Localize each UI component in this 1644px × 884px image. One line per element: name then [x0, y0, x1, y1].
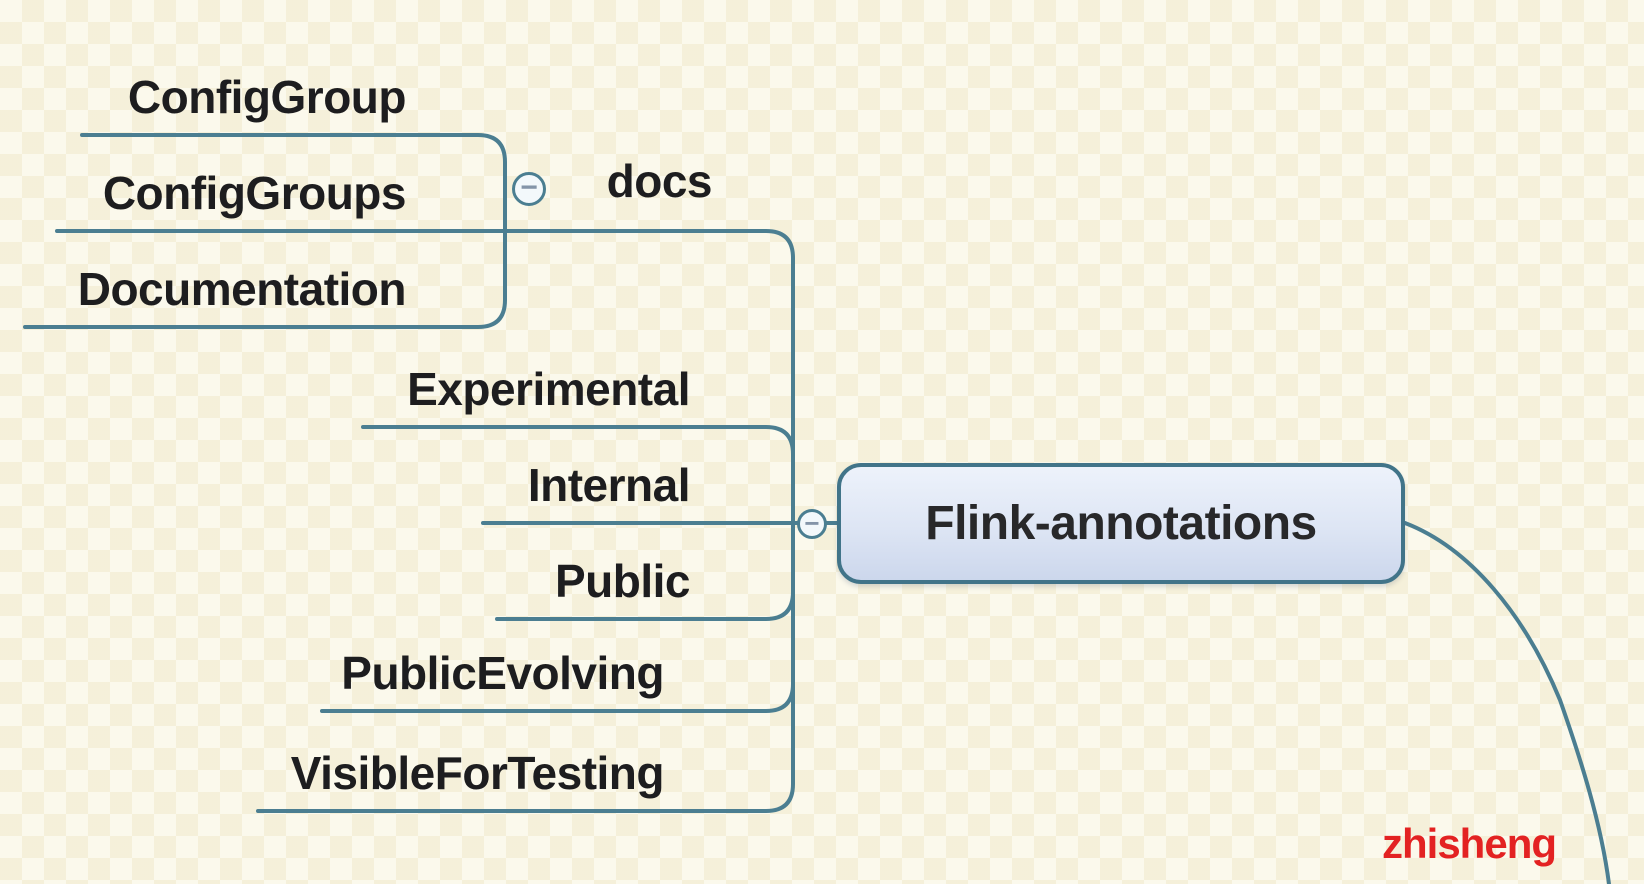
- root-node-label: Flink-annotations: [925, 497, 1317, 550]
- node-internal[interactable]: Internal: [527, 459, 691, 511]
- node-root-flink-annotations[interactable]: Flink-annotations: [837, 463, 1405, 584]
- node-publicevolving[interactable]: PublicEvolving: [341, 647, 664, 699]
- node-docs[interactable]: docs: [606, 155, 713, 207]
- watermark-text: zhisheng: [1382, 820, 1557, 867]
- link-experimental: [361, 425, 795, 456]
- node-configgroup[interactable]: ConfigGroup: [127, 71, 407, 123]
- root-collapse-button[interactable]: −: [797, 509, 827, 539]
- link-publicevolving: [320, 682, 795, 713]
- link-public: [495, 590, 795, 621]
- node-visiblefortesting[interactable]: VisibleForTesting: [290, 747, 665, 799]
- docs-collapse-button[interactable]: −: [512, 172, 546, 206]
- node-experimental[interactable]: Experimental: [407, 363, 690, 415]
- node-public[interactable]: Public: [554, 555, 691, 607]
- node-documentation[interactable]: Documentation: [77, 263, 407, 315]
- node-configgroups[interactable]: ConfigGroups: [102, 167, 407, 219]
- link-root-right-branch: [1403, 521, 1611, 884]
